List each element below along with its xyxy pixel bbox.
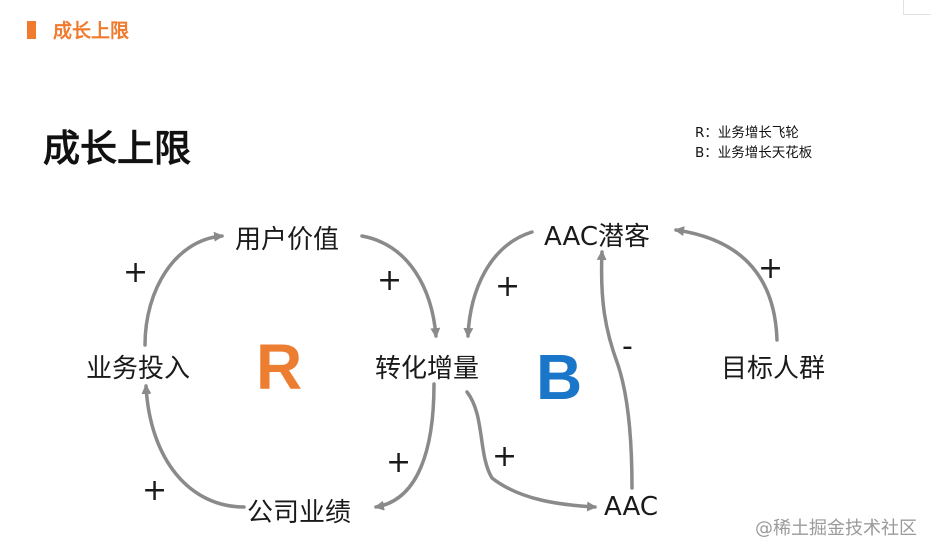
- corner-frame: [903, 0, 931, 15]
- arrow-conversion-to-aac: [465, 390, 597, 512]
- arrow-input-to-value: [143, 231, 224, 347]
- watermark: @稀土掘金技术社区: [755, 518, 917, 539]
- sign-aac-to-potential: -: [622, 329, 633, 364]
- arrow-potential-to-conversion: [463, 230, 534, 338]
- arrow-conversion-to-performance: [374, 382, 436, 511]
- sign-target-to-potential: +: [758, 251, 784, 286]
- header-accent-bar: [27, 21, 36, 39]
- loop-label-b: B: [536, 341, 583, 413]
- node-aac-potential: AAC潜客: [544, 222, 650, 252]
- node-conversion-increment: 转化增量: [375, 354, 480, 384]
- node-user-value: 用户价值: [235, 225, 340, 255]
- node-business-input: 业务投入: [86, 354, 191, 384]
- sign-conversion-to-performance: +: [386, 445, 412, 480]
- header-title: 成长上限: [53, 20, 130, 42]
- arrow-target-to-potential: [674, 226, 779, 342]
- node-company-performance: 公司业绩: [247, 498, 352, 528]
- slide-title: 成长上限: [43, 127, 191, 170]
- sign-potential-to-conversion: +: [495, 269, 521, 304]
- arrow-aac-to-potential: [596, 250, 634, 490]
- loop-label-r: R: [256, 331, 303, 403]
- sign-conversion-to-aac: +: [492, 439, 518, 474]
- sign-input-to-value: +: [123, 255, 149, 290]
- node-target-group: 目标人群: [721, 354, 826, 384]
- legend-r-line: R：业务增长飞轮: [695, 125, 799, 141]
- legend-b-line: B：业务增长天花板: [695, 145, 813, 161]
- sign-performance-to-input: +: [142, 473, 168, 508]
- node-aac: AAC: [604, 492, 658, 522]
- arrow-performance-to-input: [141, 384, 246, 509]
- sign-value-to-conversion: +: [377, 263, 403, 298]
- arrow-value-to-conversion: [360, 234, 441, 338]
- legend: R：业务增长飞轮 B：业务增长天花板: [695, 123, 812, 163]
